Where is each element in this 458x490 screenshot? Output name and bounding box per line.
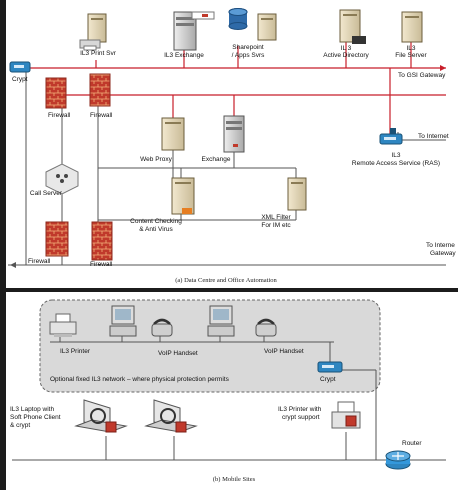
- caption-a: (a) Data Centre and Office Automation: [175, 277, 277, 284]
- laptop-label-1: IL3 Laptop with: [10, 406, 55, 413]
- printer-crypt-icon: [331, 401, 361, 429]
- to-gsi-label: To GSI Gateway: [398, 72, 446, 79]
- sharepoint-label-1: Sharepoint: [232, 44, 264, 51]
- web-proxy-label: Web Proxy: [140, 156, 172, 163]
- firewall-bottom-left-label: Firewall: [28, 258, 51, 265]
- il3-printer-icon: [49, 313, 77, 337]
- firewall-top-mid-icon: [89, 73, 111, 107]
- xml-filter-label-2: For IM etc: [261, 222, 291, 229]
- laptop-1-icon: [74, 399, 128, 433]
- exchange-dmz-label: Exchange: [201, 156, 231, 163]
- caption-b: (b) Mobile Sites: [212, 476, 256, 483]
- firewall-bottom-left-icon: [45, 221, 69, 257]
- voip-handset-2-icon: [255, 318, 277, 337]
- content-checking-server-icon: [171, 177, 195, 215]
- arrow-right-icon: [440, 65, 446, 71]
- sharepoint-server-icon: [257, 13, 277, 41]
- active-directory-server-icon: [339, 9, 366, 44]
- optional-network-label: Optional fixed IL3 network – where physi…: [50, 376, 229, 383]
- router-icon: [385, 450, 411, 470]
- print-server-label: IL3 Print Svr: [80, 50, 116, 57]
- file-server-label-2: File Server: [395, 52, 427, 59]
- il3-printer-label: IL3 Printer: [60, 348, 90, 355]
- xml-filter-label-1: XML Filter: [261, 214, 291, 221]
- file-server-icon: [401, 11, 423, 43]
- ras-label-1: IL3: [391, 152, 401, 159]
- file-server-label-1: IL3: [406, 45, 416, 52]
- to-internet-label: To Internet: [418, 133, 449, 140]
- firewall-bottom-mid-icon: [91, 221, 113, 261]
- voip-handset-1-label: VoIP Handset: [158, 350, 198, 357]
- laptop-2-icon: [144, 399, 198, 433]
- exchange-dmz-server-icon: [223, 115, 245, 153]
- arrow-left-icon: [10, 262, 16, 268]
- to-internet-gateway-label-2: Gateway: [430, 250, 456, 257]
- printer-crypt-label-2: crypt support: [282, 414, 320, 421]
- crypt-bottom-label: Crypt: [320, 376, 336, 383]
- sharepoint-db-icon: [228, 8, 248, 30]
- content-checking-label-1: Content Checking: [130, 218, 182, 225]
- pc-1-icon: [109, 305, 137, 337]
- network-diagram-graphics: [6, 8, 458, 470]
- laptop-label-2: Soft Phone Client: [10, 414, 61, 421]
- router-label: Router: [402, 440, 422, 447]
- bottom-network-lines: [12, 334, 446, 461]
- ad-label-1: IL 3: [340, 45, 352, 52]
- pc-2-icon: [207, 305, 235, 337]
- firewall-bottom-mid-label: Firewall: [90, 261, 113, 268]
- ras-device-icon: [379, 128, 403, 145]
- to-internet-gateway-label-1: To Interne: [426, 242, 455, 249]
- firewall-top-left-label: Firewall: [48, 112, 71, 119]
- crypt-top-label: Crypt: [12, 76, 28, 83]
- laptop-label-3: & crypt: [10, 422, 31, 429]
- firewall-top-left-icon: [45, 77, 67, 109]
- print-server-icon: [79, 13, 107, 51]
- firewall-top-mid-label: Firewall: [90, 112, 113, 119]
- ad-label-2: Active Directory: [323, 52, 369, 59]
- call-server-label: Call Server: [29, 190, 63, 197]
- exchange-server-icon: [173, 11, 215, 51]
- exchange-label: IL3 Exchange: [164, 52, 204, 59]
- content-checking-label-2: & Anti Virus: [139, 226, 173, 233]
- sharepoint-label-2: / Apps Svrs: [231, 52, 265, 59]
- voip-handset-1-icon: [151, 318, 173, 337]
- voip-handset-2-label: VoIP Handset: [264, 348, 304, 355]
- web-proxy-server-icon: [161, 117, 185, 151]
- crypt-device-bottom-icon: [317, 361, 343, 373]
- ras-label-2: Remote Access Service (RAS): [351, 160, 441, 167]
- xml-filter-server-icon: [287, 177, 307, 211]
- diagram-frame: IL3 Print Svr IL3 Exchange Sharepoint / …: [6, 0, 458, 490]
- printer-crypt-label-1: IL3 Printer with: [278, 406, 322, 413]
- crypt-device-top: [9, 61, 31, 73]
- call-server-icon: [45, 163, 79, 195]
- panel-separator: [6, 288, 458, 292]
